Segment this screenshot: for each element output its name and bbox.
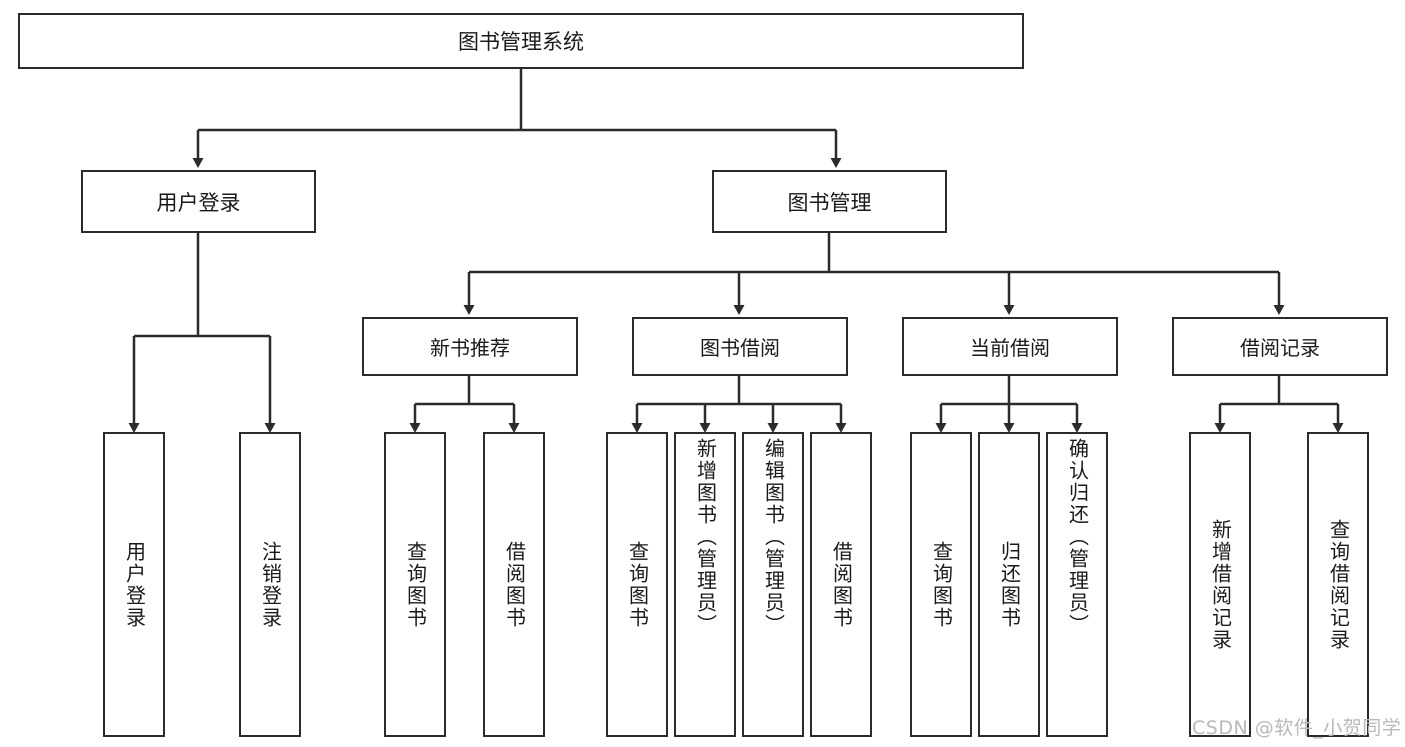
csdn-watermark-label: CSDN @软件_小贺同学 xyxy=(1192,717,1402,739)
leaf-recommend-query-book-label: 查询图书 xyxy=(403,540,428,629)
node-book-borrow-label: 图书借阅 xyxy=(700,336,780,360)
leaf-record-add-record[interactable]: 新增借阅记录 xyxy=(1189,432,1251,737)
leaf-current-return-book-label: 归还图书 xyxy=(997,540,1022,629)
leaf-current-return-book[interactable]: 归还图书 xyxy=(978,432,1040,737)
leaf-user-login-logout-label: 注销登录 xyxy=(258,540,283,629)
leaf-current-confirm-return-admin[interactable]: 确认归还（管理员） xyxy=(1046,432,1108,737)
leaf-current-query-book[interactable]: 查询图书 xyxy=(910,432,972,737)
leaf-current-confirm-return-admin-label: 确认归还（管理员） xyxy=(1065,438,1090,636)
leaf-user-login-logout[interactable]: 注销登录 xyxy=(239,432,301,737)
node-book-borrow[interactable]: 图书借阅 xyxy=(632,317,848,376)
leaf-recommend-query-book[interactable]: 查询图书 xyxy=(384,432,446,737)
leaf-record-query-record[interactable]: 查询借阅记录 xyxy=(1307,432,1369,737)
leaf-user-login-login[interactable]: 用户登录 xyxy=(103,432,165,737)
leaf-borrow-edit-book-admin-label: 编辑图书（管理员） xyxy=(761,438,786,636)
node-current-borrow-label: 当前借阅 xyxy=(970,336,1050,360)
node-book-management[interactable]: 图书管理 xyxy=(712,170,947,233)
leaf-borrow-add-book-admin[interactable]: 新增图书（管理员） xyxy=(674,432,736,737)
node-current-borrow[interactable]: 当前借阅 xyxy=(902,317,1118,376)
csdn-watermark: CSDN @软件_小贺同学 xyxy=(1192,713,1401,740)
node-root-system-label: 图书管理系统 xyxy=(458,30,584,54)
leaf-record-query-record-label: 查询借阅记录 xyxy=(1326,518,1351,651)
leaf-user-login-login-label: 用户登录 xyxy=(122,540,147,629)
leaf-borrow-query-book[interactable]: 查询图书 xyxy=(606,432,668,737)
leaf-borrow-query-book-label: 查询图书 xyxy=(625,540,650,629)
node-borrow-record-label: 借阅记录 xyxy=(1240,336,1320,360)
leaf-current-query-book-label: 查询图书 xyxy=(929,540,954,629)
node-user-login-label: 用户登录 xyxy=(156,190,241,215)
node-root-system[interactable]: 图书管理系统 xyxy=(18,13,1024,69)
leaf-recommend-borrow-book-label: 借阅图书 xyxy=(502,540,527,629)
leaf-borrow-edit-book-admin[interactable]: 编辑图书（管理员） xyxy=(742,432,804,737)
node-user-login[interactable]: 用户登录 xyxy=(81,170,316,233)
node-borrow-record[interactable]: 借阅记录 xyxy=(1172,317,1388,376)
node-new-book-recommend-label: 新书推荐 xyxy=(430,336,510,360)
node-new-book-recommend[interactable]: 新书推荐 xyxy=(362,317,578,376)
leaf-borrow-borrow-book[interactable]: 借阅图书 xyxy=(810,432,872,737)
leaf-recommend-borrow-book[interactable]: 借阅图书 xyxy=(483,432,545,737)
node-book-management-label: 图书管理 xyxy=(787,190,872,215)
leaf-record-add-record-label: 新增借阅记录 xyxy=(1208,518,1233,651)
leaf-borrow-add-book-admin-label: 新增图书（管理员） xyxy=(693,438,718,636)
leaf-borrow-borrow-book-label: 借阅图书 xyxy=(829,540,854,629)
